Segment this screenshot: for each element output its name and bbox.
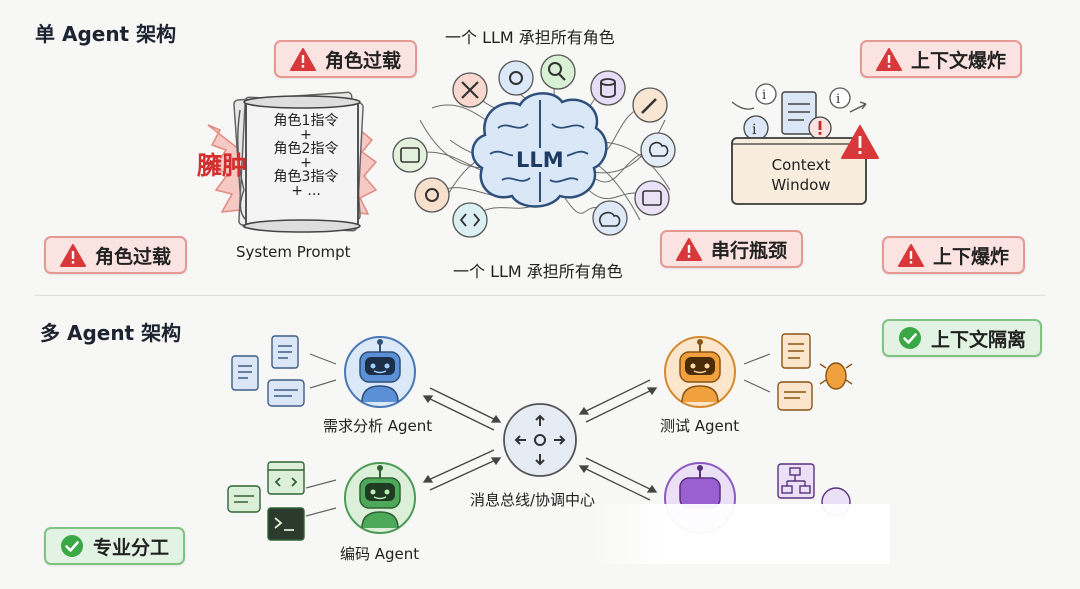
hub-label: 消息总线/协调中心 — [470, 491, 596, 509]
prompt-line: + — [300, 127, 312, 143]
context-line-1: Context — [771, 156, 831, 174]
swollen-label: 臃肿 — [197, 151, 248, 180]
badge-serial-bottleneck: 串行瓶颈 — [660, 230, 804, 268]
prompt-line: 角色1指令 — [273, 113, 339, 129]
prompt-line: 角色3指令 — [273, 169, 339, 185]
document-icons-requirements — [231, 335, 305, 407]
warning-icon — [60, 243, 86, 267]
warning-icon — [290, 47, 316, 71]
svg-text:i: i — [836, 92, 840, 107]
prompt-line: + ... — [291, 183, 321, 199]
code-icons-coding — [227, 461, 305, 541]
multi-agent-diagram — [227, 333, 890, 564]
context-window-label: Context Window — [746, 155, 856, 195]
badge-context-explosion: 上下文爆炸 — [860, 40, 1023, 78]
robot-icon-testing — [664, 336, 736, 408]
prompt-line: + — [300, 155, 312, 171]
llm-brain-cluster — [392, 54, 676, 238]
check-icon — [899, 327, 921, 349]
badge-label: 串行瓶颈 — [711, 239, 788, 262]
badge-label: 角色过载 — [325, 49, 402, 72]
robot-icon-coding — [344, 462, 416, 534]
llm-text: LLM — [513, 148, 567, 172]
section-divider — [35, 295, 1045, 296]
single-agent-title: 单 Agent 架构 — [35, 22, 177, 46]
check-icon — [61, 535, 83, 557]
badge-label: 角色过载 — [95, 245, 172, 268]
test-icons — [777, 333, 853, 411]
warning-icon — [898, 243, 924, 267]
badge-label: 上下爆炸 — [933, 245, 1010, 268]
system-prompt-scroll-icon — [207, 91, 378, 233]
warning-icon — [876, 47, 902, 71]
badge-role-overload-left: 角色过载 — [44, 236, 188, 274]
agent-label-testing: 测试 Agent — [660, 417, 740, 435]
svg-text:i: i — [762, 88, 766, 103]
llm-top-label: 一个 LLM 承担所有角色 — [445, 28, 615, 47]
multi-agent-title: 多 Agent 架构 — [40, 321, 182, 345]
satellite-icons — [392, 54, 676, 238]
prompt-lines: 角色1指令 + 角色2指令 + 角色3指令 + ... — [258, 114, 354, 198]
warning-icon — [676, 237, 702, 261]
llm-bottom-label: 一个 LLM 承担所有角色 — [453, 262, 623, 281]
badge-up-down-explosion: 上下爆炸 — [882, 236, 1026, 274]
system-prompt-caption: System Prompt — [236, 243, 351, 261]
badge-label: 上下文爆炸 — [911, 49, 1007, 72]
hub-icon — [503, 403, 577, 477]
badge-label: 专业分工 — [93, 536, 170, 559]
svg-text:i: i — [752, 122, 757, 138]
badge-specialization: 专业分工 — [44, 527, 186, 565]
badge-context-isolation: 上下文隔离 — [882, 319, 1043, 357]
agent-label-coding: 编码 Agent — [340, 545, 420, 563]
context-line-2: Window — [771, 176, 831, 194]
prompt-line: 角色2指令 — [273, 141, 339, 157]
badge-role-overload-top: 角色过载 — [274, 40, 418, 78]
robot-icon-requirements — [344, 336, 416, 408]
agent-label-requirements: 需求分析 Agent — [323, 417, 433, 435]
badge-label: 上下文隔离 — [931, 328, 1027, 351]
context-window-icon: i i i — [731, 83, 879, 205]
